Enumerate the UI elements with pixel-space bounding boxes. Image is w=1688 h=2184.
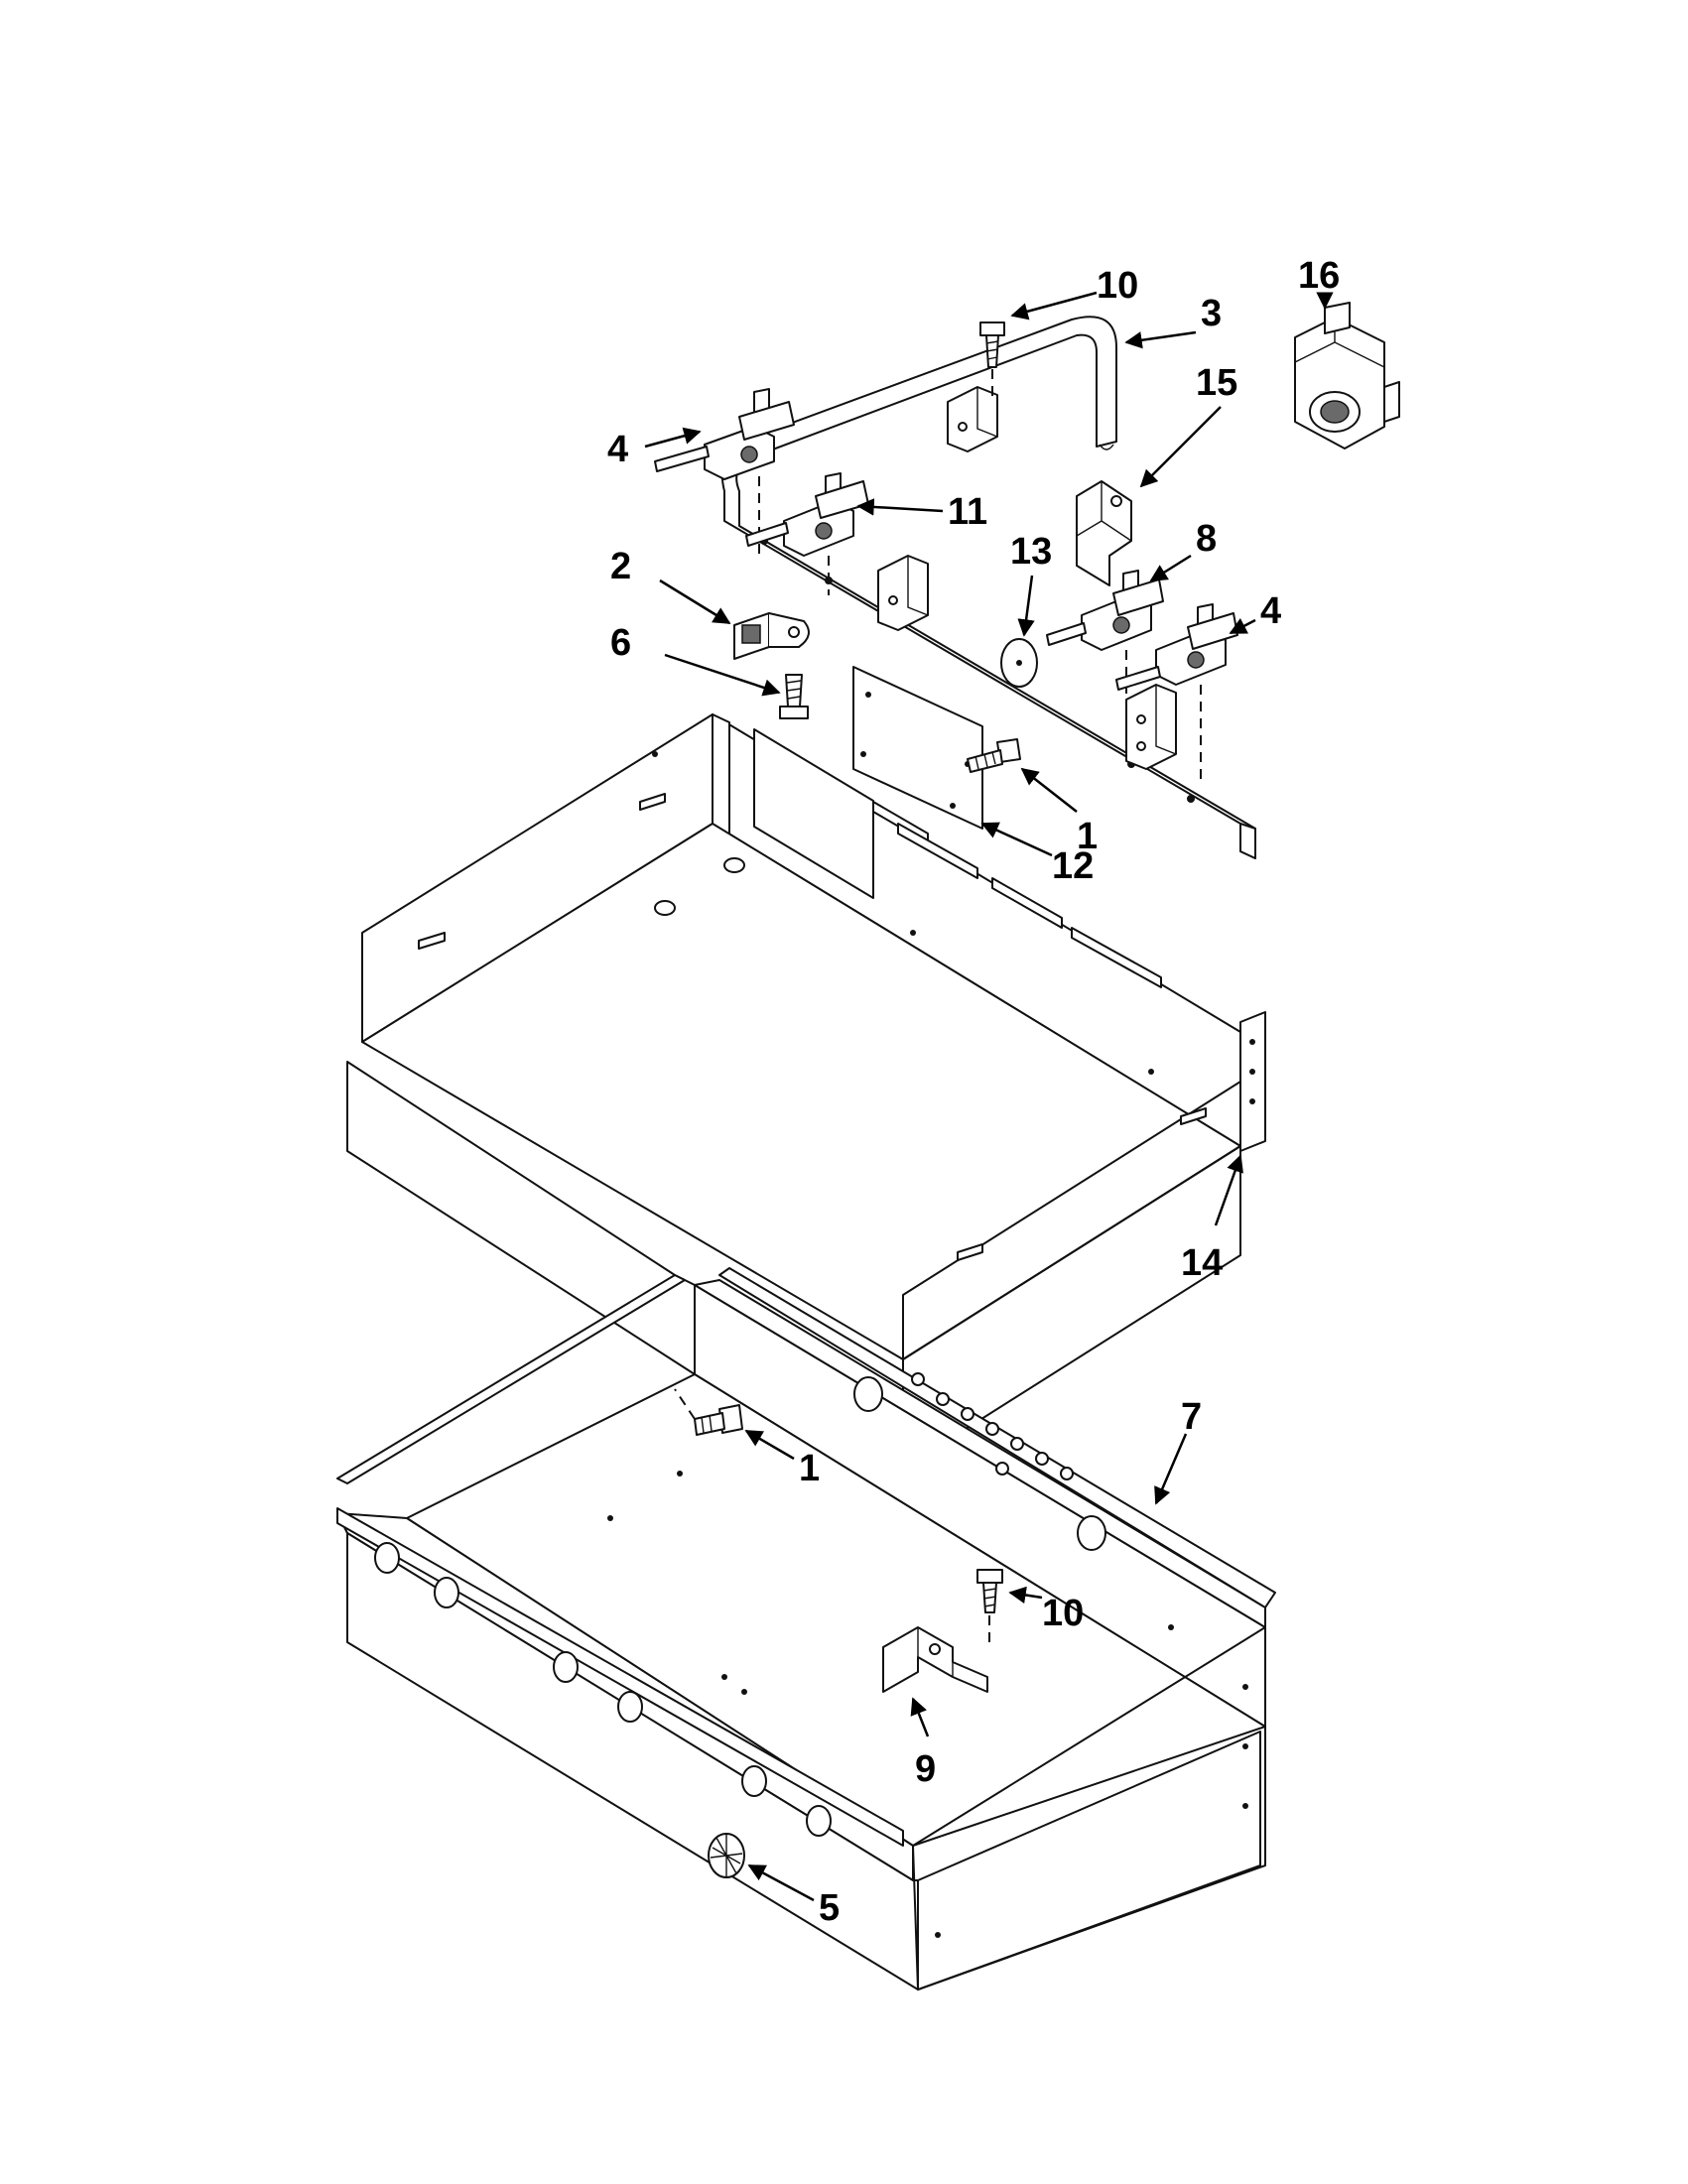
callout-8: 8 <box>1196 518 1217 560</box>
screw-heat-shield <box>967 738 1021 773</box>
callout-6: 6 <box>610 622 631 664</box>
manifold-bracket-middle <box>877 555 929 631</box>
burner-valve-right-inner <box>1046 570 1164 695</box>
upper-burner-box <box>361 713 1266 1470</box>
callout-leaders <box>644 291 1334 1902</box>
callout-10-upper: 10 <box>1097 265 1138 307</box>
callout-16: 16 <box>1298 255 1340 297</box>
callout-15: 15 <box>1196 362 1237 404</box>
callout-10-lower: 10 <box>1042 1593 1084 1634</box>
mounting-bracket <box>1076 480 1132 586</box>
lower-chassis <box>336 1061 1276 1991</box>
screw-bracket <box>976 1569 1003 1647</box>
burner-valve-right <box>1115 603 1238 784</box>
callout-1-lower: 1 <box>799 1448 820 1489</box>
screw-chassis <box>674 1388 743 1436</box>
screw-clip <box>779 674 809 719</box>
chassis-bracket <box>882 1626 988 1693</box>
burner-valve-center <box>745 472 869 595</box>
screw-upper <box>979 321 1005 397</box>
callout-13: 13 <box>1010 531 1052 573</box>
spring-clip <box>733 612 810 660</box>
leveling-foot <box>708 1833 745 1878</box>
callout-9: 9 <box>915 1748 936 1790</box>
manifold-bracket-right <box>1125 684 1177 770</box>
callout-14: 14 <box>1181 1242 1223 1284</box>
callout-11: 11 <box>948 491 987 533</box>
callout-1-upper: 1 <box>1077 816 1098 857</box>
callout-4-right: 4 <box>1260 590 1281 632</box>
callout-labels: 10 3 16 15 4 11 2 13 8 4 6 1 12 14 7 1 1… <box>607 255 1340 1929</box>
callout-7: 7 <box>1181 1396 1202 1438</box>
washer-disc <box>1000 638 1038 688</box>
burner-valve-left <box>654 388 795 556</box>
callout-3: 3 <box>1201 293 1222 334</box>
callout-2: 2 <box>610 546 631 587</box>
manifold-bracket-upper <box>947 386 998 452</box>
gas-pressure-regulator <box>1294 302 1400 450</box>
callout-5: 5 <box>819 1887 840 1929</box>
callout-12: 12 <box>1052 845 1094 887</box>
callout-4-left: 4 <box>607 429 628 470</box>
